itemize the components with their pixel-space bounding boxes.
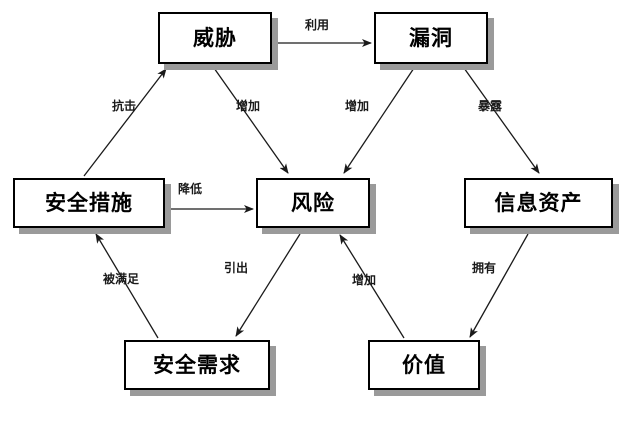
- node-information-asset-label: 信息资产: [494, 190, 583, 215]
- node-security-requirement[interactable]: 安全需求: [124, 340, 270, 390]
- edge-risk-derives-requirement: [235, 233, 301, 337]
- edge-label-expose: 暴露: [478, 99, 503, 113]
- node-value-label: 价值: [402, 352, 446, 377]
- edge-threat-increases-risk: [213, 67, 289, 174]
- node-safeguard-label: 安全措施: [45, 190, 133, 215]
- edge-vulnerability-exposes-asset: [463, 67, 540, 174]
- edge-requirement-satisfied-by-safeguard: [95, 233, 159, 339]
- edge-asset-has-value: [469, 233, 529, 338]
- node-safeguard[interactable]: 安全措施: [13, 178, 165, 228]
- node-risk[interactable]: 风险: [256, 178, 370, 228]
- edge-label-exploit: 利用: [305, 18, 330, 32]
- edge-label-resist: 抗击: [112, 99, 137, 113]
- edge-label-increase-value-risk: 增加: [352, 273, 377, 287]
- node-information-asset[interactable]: 信息资产: [464, 178, 613, 228]
- edge-label-reduce: 降低: [178, 182, 203, 196]
- node-risk-label: 风险: [291, 190, 335, 215]
- edge-label-own: 拥有: [472, 261, 497, 275]
- node-vulnerability-label: 漏洞: [409, 25, 453, 50]
- edge-vulnerability-increases-risk: [343, 67, 415, 174]
- node-value[interactable]: 价值: [368, 340, 480, 390]
- edge-label-satisfied: 被满足: [103, 272, 140, 286]
- node-vulnerability[interactable]: 漏洞: [374, 12, 488, 64]
- edge-label-increase-vulnerability-risk: 增加: [345, 99, 370, 113]
- node-threat[interactable]: 威胁: [158, 12, 272, 64]
- node-security-requirement-label: 安全需求: [153, 352, 241, 377]
- edge-label-increase-threat-risk: 增加: [236, 99, 261, 113]
- node-threat-label: 威胁: [193, 25, 237, 50]
- edge-label-derive: 引出: [224, 261, 249, 275]
- edge-safeguard-resists-threat: [83, 68, 167, 177]
